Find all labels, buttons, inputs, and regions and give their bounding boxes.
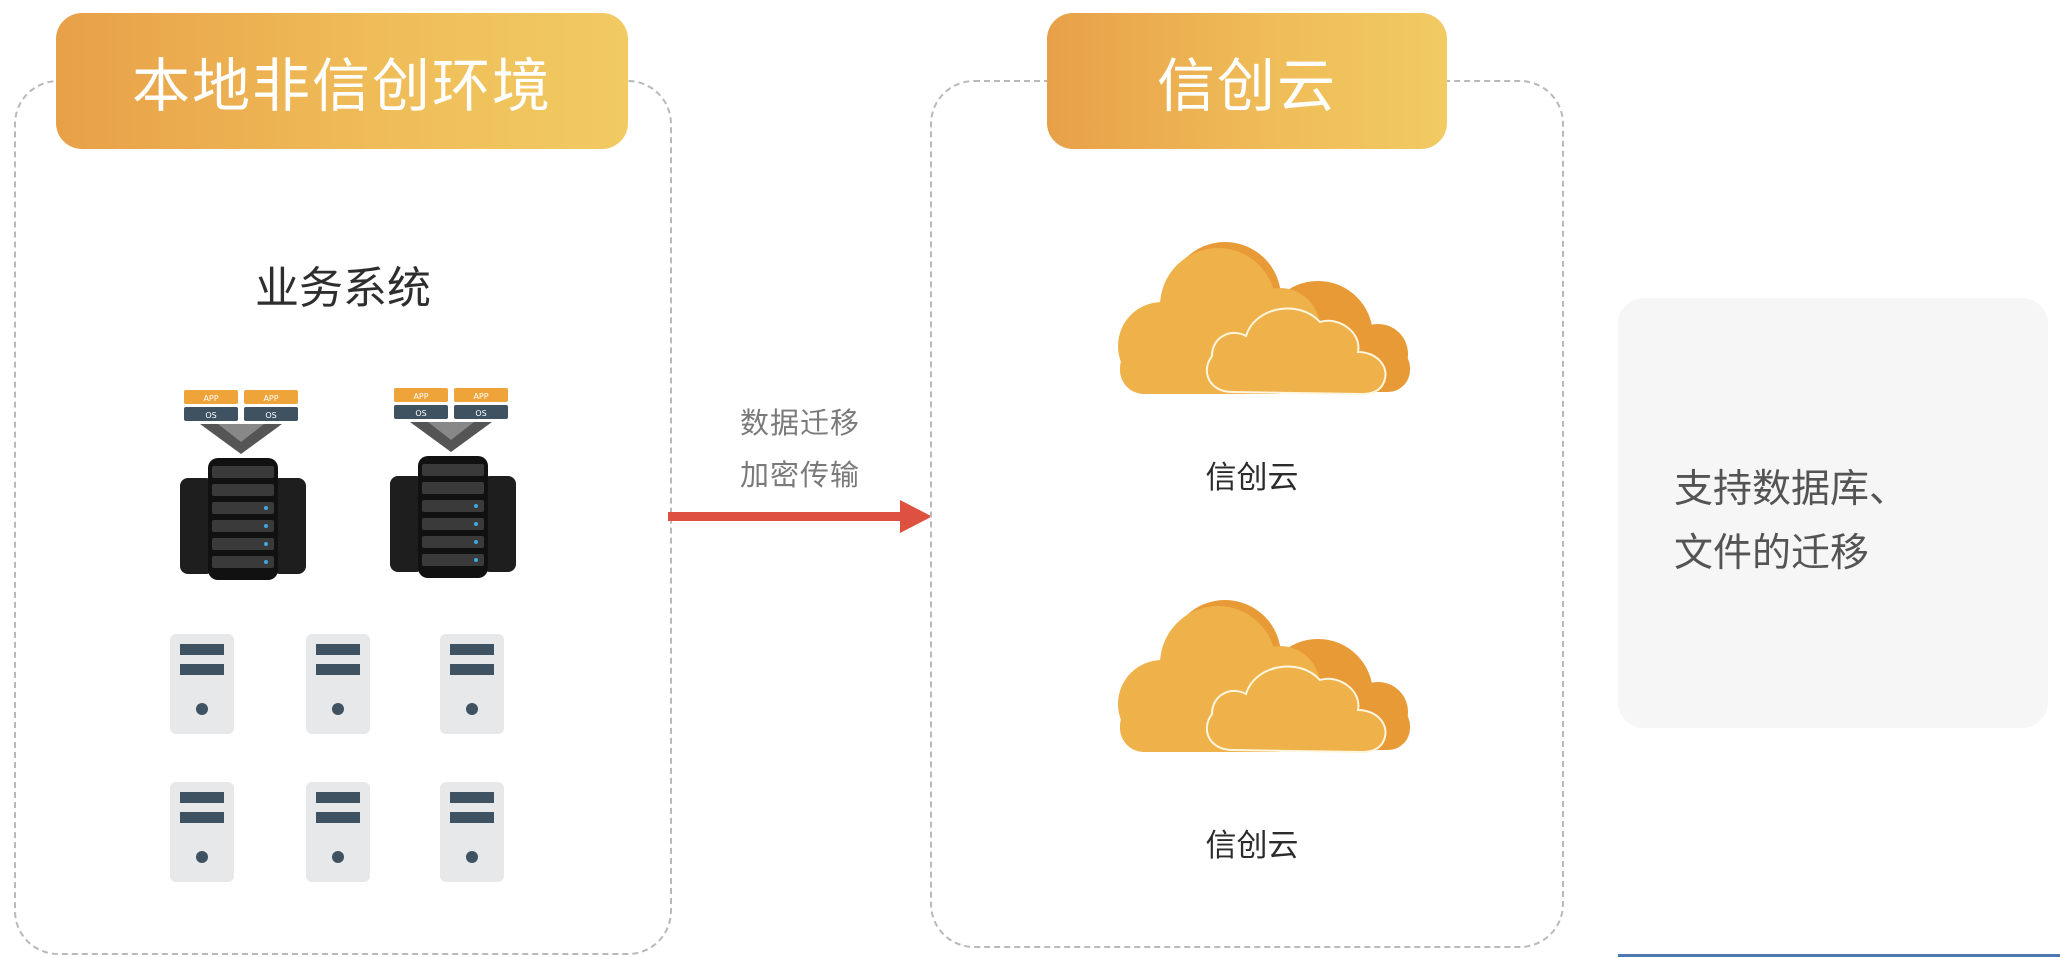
rack-app-label: APP <box>473 392 488 401</box>
transfer-label-migration: 数据迁移 <box>740 406 861 440</box>
rack-os-label: OS <box>265 411 276 420</box>
rack-os-label: OS <box>205 411 216 420</box>
server-tower-icon <box>440 634 504 734</box>
note-text-line: 文件的迁移 <box>1674 531 1870 576</box>
cloud-label: 信创云 <box>1205 828 1299 864</box>
cloud-label: 信创云 <box>1205 460 1299 496</box>
server-rack-icon: APP APP OS OS <box>180 390 306 580</box>
note-text-line: 支持数据库、 <box>1674 467 1909 512</box>
bottom-divider <box>1618 954 2060 957</box>
migration-note-box: 支持数据库、 文件的迁移 <box>1618 298 2048 728</box>
xinchuang-cloud-panel <box>930 80 1564 948</box>
server-tower-icon <box>440 782 504 882</box>
server-rack-icon: APP APP OS OS <box>390 388 516 578</box>
server-tower-icon <box>170 782 234 882</box>
rack-app-label: APP <box>413 392 428 401</box>
xinchuang-cloud-title: 信创云 <box>1047 13 1447 149</box>
server-tower-icon <box>170 634 234 734</box>
arrow-right-icon <box>668 500 932 533</box>
server-tower-icon <box>306 782 370 882</box>
cloud-icon <box>1118 242 1410 396</box>
local-environment-title: 本地非信创环境 <box>56 13 628 149</box>
cloud-icon <box>1118 600 1410 754</box>
rack-os-label: OS <box>475 409 486 418</box>
rack-app-label: APP <box>263 394 278 403</box>
server-tower-icon <box>306 634 370 734</box>
transfer-label-encryption: 加密传输 <box>740 458 861 492</box>
business-system-label: 业务系统 <box>255 263 431 314</box>
rack-app-label: APP <box>203 394 218 403</box>
rack-os-label: OS <box>415 409 426 418</box>
